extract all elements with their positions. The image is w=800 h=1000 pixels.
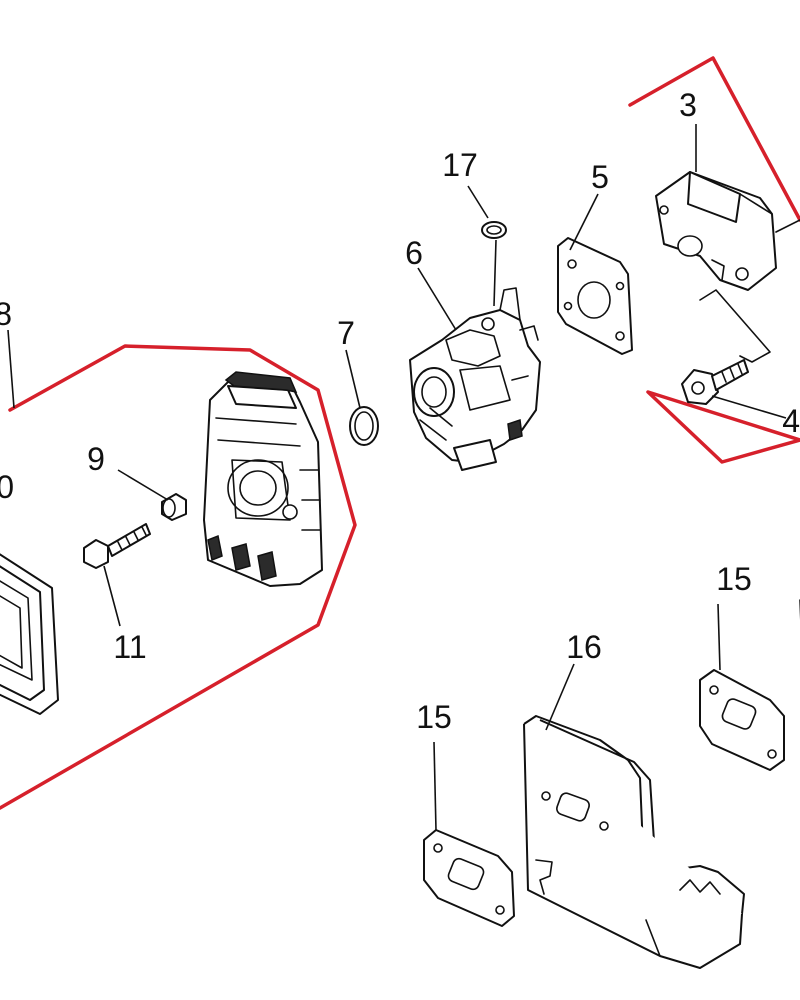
o-ring-gasket [349, 406, 379, 446]
part-number-16: 16 [566, 629, 602, 665]
coil-screw [681, 359, 749, 405]
leader-8 [7, 329, 15, 409]
carburetor [409, 287, 541, 471]
part-number-3: 3 [679, 87, 697, 123]
part-number-15-right: 15 [716, 561, 752, 597]
ignition-coil [655, 171, 800, 363]
heat-shield [523, 715, 745, 969]
air-filter-element [0, 553, 59, 715]
part-number-11: 11 [113, 629, 146, 665]
part-number-8: 8 [0, 296, 12, 332]
air-filter-housing [203, 371, 323, 587]
leader-7 [345, 349, 361, 409]
muffler-gasket-right [699, 599, 800, 771]
mounting-bolt [83, 523, 151, 569]
leader-16 [545, 663, 575, 731]
part-number-5: 5 [591, 159, 609, 195]
leader-15-left [433, 741, 437, 831]
leader-4 [711, 395, 787, 419]
part-number-15-left: 15 [416, 699, 452, 735]
leader-15-right [717, 603, 721, 671]
leader-17-to-carb [493, 239, 497, 307]
part-number-10: 10 [0, 469, 14, 505]
carburetor-gasket [557, 237, 633, 355]
small-o-ring [481, 221, 507, 239]
callout-ignition-group [628, 56, 800, 464]
leader-11 [103, 565, 121, 627]
leader-9 [117, 469, 169, 501]
leader-5 [569, 193, 599, 251]
part-number-9: 9 [87, 441, 105, 477]
muffler-gasket-left [423, 829, 515, 927]
leader-6 [417, 267, 457, 331]
leader-17 [467, 185, 489, 219]
callout-air-filter-group [0, 344, 357, 810]
part-number-6: 6 [405, 235, 423, 271]
part-number-7: 7 [337, 315, 355, 351]
dowel-pin [161, 493, 187, 521]
part-number-17: 17 [442, 147, 478, 183]
part-number-4: 4 [782, 403, 800, 439]
